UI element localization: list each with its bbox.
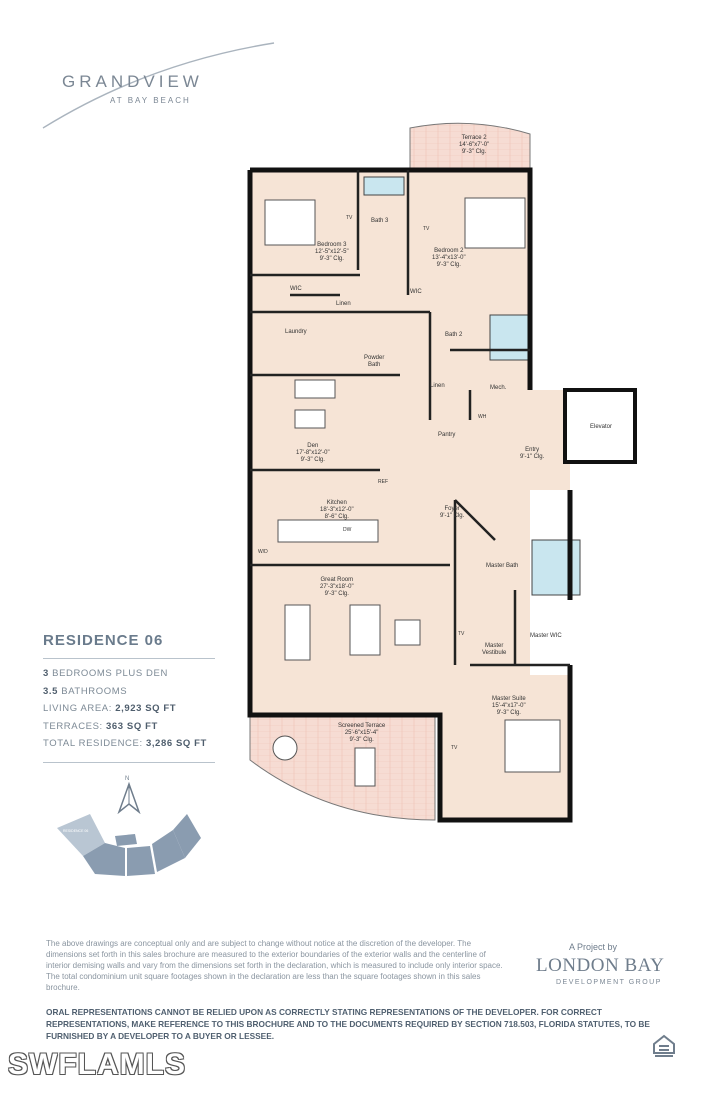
room-powder-bath: Powder Bath (364, 355, 385, 368)
svg-text:N: N (125, 776, 129, 782)
floor-entry (470, 390, 570, 490)
exterior-walls (247, 167, 573, 823)
room-foyer: Foyer 9'-1" Clg. (440, 506, 465, 519)
equal-housing-icon (653, 1034, 675, 1057)
terrace-2 (409, 122, 531, 171)
bed-bedroom2 (464, 197, 526, 249)
spec-living-area-value: 2,923 SQ FT (115, 703, 177, 714)
room-wd: W/D (258, 549, 268, 555)
brand-subtitle: AT BAY BEACH (110, 96, 191, 105)
developer-subtitle: DEVELOPMENT GROUP (556, 979, 662, 986)
spec-terraces-text: TERRACES: (43, 721, 107, 732)
room-master-vestibule: Master Vestibule (482, 643, 507, 656)
spec-terraces-value: 363 SQ FT (106, 721, 158, 732)
room-laundry: Laundry (285, 329, 307, 335)
den-sofa (294, 379, 336, 399)
spec-bathrooms-text: BATHROOMS (58, 686, 128, 697)
den-table (294, 409, 326, 429)
room-tv-master: TV (451, 745, 458, 751)
spec-bedrooms: 3 BEDROOMS PLUS DEN (43, 668, 168, 679)
room-screened-terrace: Screened Terrace 25'-6"x15'-4" 9'-3" Clg… (338, 723, 386, 743)
sofa-great-room (349, 604, 381, 656)
oral-representations-notice: ORAL REPRESENTATIONS CANNOT BE RELIED UP… (46, 1007, 650, 1041)
room-tv-bed2: TV (423, 226, 430, 232)
spec-living-area: LIVING AREA: 2,923 SQ FT (43, 703, 176, 714)
residence-title: RESIDENCE 06 (43, 632, 164, 649)
room-tv-bed3: TV (346, 215, 353, 221)
shower-master (531, 539, 581, 596)
tub-bath3 (363, 176, 405, 196)
room-bath-3: Bath 3 (371, 218, 389, 224)
residence-rule-top (43, 658, 215, 659)
room-kitchen: Kitchen 18'-3"x12'-0" 8'-6" Clg. (320, 500, 354, 520)
room-ref: REF (378, 479, 388, 485)
spec-total-text: TOTAL RESIDENCE: (43, 738, 146, 749)
brand-swoosh (42, 42, 275, 129)
room-master-wic: Master WIC (530, 633, 562, 639)
brand-title: GRANDVIEW (62, 72, 203, 91)
screened-terrace (249, 714, 436, 821)
room-entry: Entry 9'-1" Clg. (520, 447, 545, 460)
room-master-bath: Master Bath (486, 563, 519, 569)
terrace-table (354, 747, 376, 787)
kitchen-island (277, 519, 379, 543)
elevator-shaft (563, 388, 637, 464)
residence-rule-bottom (43, 762, 215, 763)
dining-table (284, 604, 311, 661)
spec-bedrooms-text: BEDROOMS PLUS DEN (48, 668, 168, 679)
room-wic-right: WIC (410, 289, 422, 295)
key-plan: RESIDENCE 06 (57, 814, 201, 876)
north-arrow-icon: N (117, 776, 141, 814)
spec-bedrooms-value: 3 (43, 668, 49, 679)
floor-plan (247, 122, 637, 823)
room-den: Den 17'-8"x12'-0" 9'-3" Clg. (296, 443, 330, 463)
room-linen-top: Linen (336, 301, 351, 307)
spec-bathrooms: 3.5 BATHROOMS (43, 686, 127, 697)
project-by-label: A Project by (569, 942, 618, 952)
room-bath-2: Bath 2 (445, 332, 463, 338)
room-wic-left: WIC (290, 286, 302, 292)
bed-master (504, 719, 561, 773)
room-master-suite: Master Suite 15'-4"x17'-0" 9'-3" Clg. (492, 696, 526, 716)
spec-total-residence: TOTAL RESIDENCE: 3,286 SQ FT (43, 738, 207, 749)
room-dw: DW (343, 527, 352, 533)
room-tv-great: TV (458, 631, 465, 637)
spec-living-area-text: LIVING AREA: (43, 703, 116, 714)
room-bedroom-2: Bedroom 2 13'-4"x13'-0" 9'-3" Clg. (432, 248, 466, 268)
keyplan-label: RESIDENCE 06 (63, 829, 88, 833)
developer-name: LONDON BAY (536, 955, 665, 976)
spec-terraces: TERRACES: 363 SQ FT (43, 721, 158, 732)
room-mech: Mech. (490, 385, 507, 391)
room-great-room: Great Room 27'-3"x18'-0" 9'-3" Clg. (320, 577, 354, 597)
shower-bath2 (489, 314, 531, 361)
room-elevator: Elevator (590, 424, 613, 430)
room-bedroom-3: Bedroom 3 12'-5"x12'-5" 9'-3" Clg. (315, 242, 349, 262)
room-wh: WH (478, 414, 487, 420)
room-linen-mid: Linen (430, 383, 445, 389)
disclaimer-text: The above drawings are conceptual only a… (46, 939, 503, 992)
spec-bathrooms-value: 3.5 (43, 686, 59, 697)
coffee-table (394, 619, 421, 646)
terrace-table-round (272, 735, 298, 761)
swflamls-watermark: SWFLAMLS (8, 1048, 186, 1081)
room-pantry: Pantry (438, 432, 456, 438)
room-terrace-2: Terrace 2 14'-6"x7'-0" 9'-3" Clg. (459, 135, 490, 155)
bed-bedroom3 (264, 199, 316, 246)
spec-total-value: 3,286 SQ FT (145, 738, 207, 749)
